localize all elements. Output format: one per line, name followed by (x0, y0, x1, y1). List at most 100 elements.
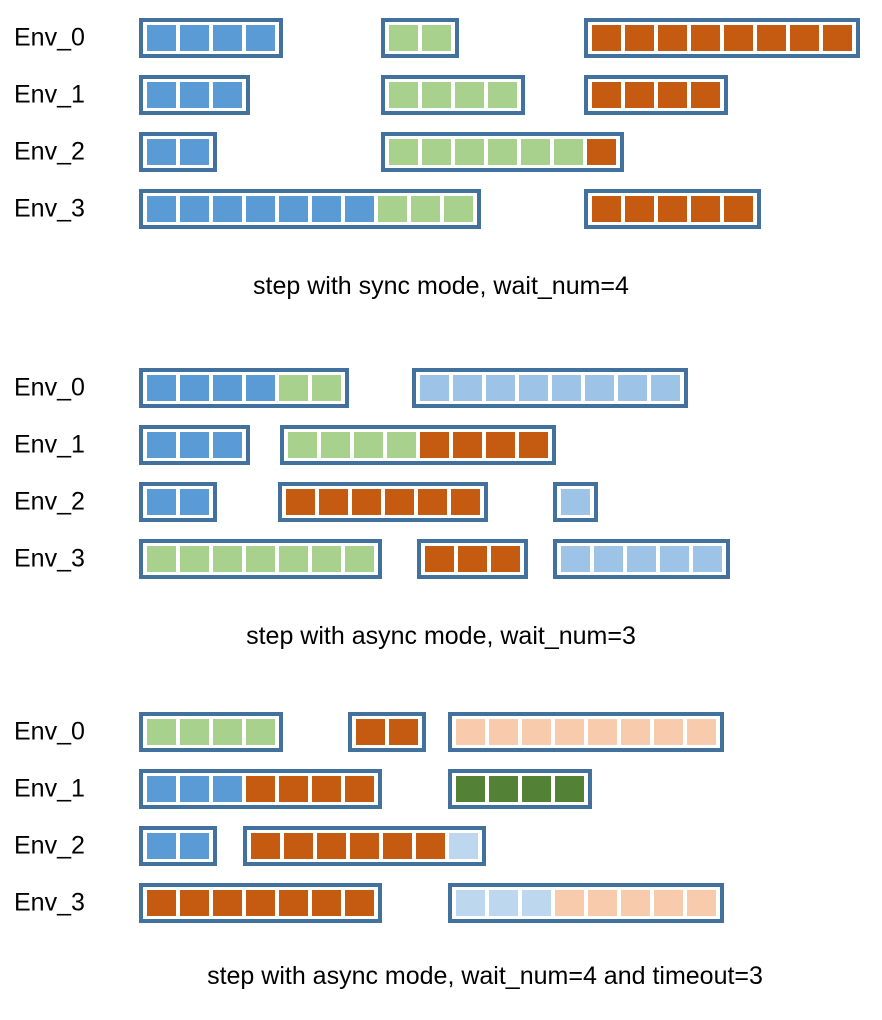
step-cell-peach (588, 719, 617, 745)
env-label: Env_1 (14, 80, 85, 109)
step-cell-orange (383, 833, 412, 859)
env-row-async-wait4-timeout3-2: Env_2 (0, 826, 882, 866)
step-cell-orange (658, 25, 687, 51)
step-cell-light-blue (561, 489, 590, 515)
step-cell-pale-blue (456, 890, 485, 916)
step-cell-green (389, 82, 418, 108)
step-cell-green (279, 375, 308, 401)
step-cell-green (488, 82, 517, 108)
step-cell-green (389, 25, 418, 51)
step-cell-orange (389, 719, 418, 745)
step-block (139, 189, 481, 229)
step-cell-blue (147, 432, 176, 458)
step-cell-peach (588, 890, 617, 916)
step-cell-blue (180, 375, 209, 401)
step-cell-blue (180, 196, 209, 222)
step-cell-peach (687, 719, 716, 745)
step-cell-green (213, 546, 242, 572)
env-label: Env_2 (14, 137, 85, 166)
step-block (448, 769, 592, 809)
step-cell-orange (312, 890, 341, 916)
step-cell-light-blue (486, 375, 515, 401)
diagram-caption-sync-wait4: step with sync mode, wait_num=4 (253, 272, 629, 300)
env-row-async-wait4-timeout3-1: Env_1 (0, 769, 882, 809)
step-cell-orange (691, 82, 720, 108)
step-block (139, 368, 349, 408)
step-cell-green (422, 25, 451, 51)
step-cell-blue (213, 82, 242, 108)
step-cell-pale-blue (522, 890, 551, 916)
step-cell-orange (312, 776, 341, 802)
env-row-sync-wait4-2: Env_2 (0, 132, 882, 172)
step-cell-blue (180, 776, 209, 802)
step-block (139, 826, 217, 866)
step-block (381, 75, 525, 115)
step-cell-orange (587, 139, 616, 165)
step-cell-green (354, 432, 383, 458)
step-cell-blue (180, 489, 209, 515)
step-cell-green (246, 719, 275, 745)
env-row-async-wait3-1: Env_1 (0, 425, 882, 465)
step-cell-orange (486, 432, 515, 458)
env-row-async-wait4-timeout3-3: Env_3 (0, 883, 882, 923)
step-cell-green (422, 82, 451, 108)
step-cell-orange (790, 25, 819, 51)
env-row-async-wait3-2: Env_2 (0, 482, 882, 522)
step-cell-green (279, 546, 308, 572)
step-cell-green (554, 139, 583, 165)
step-cell-orange (757, 25, 786, 51)
step-cell-green (312, 546, 341, 572)
env-label: Env_0 (14, 23, 85, 52)
step-block (553, 539, 730, 579)
step-cell-light-blue (585, 375, 614, 401)
env-row-sync-wait4-0: Env_0 (0, 18, 882, 58)
step-cell-peach (654, 719, 683, 745)
step-cell-orange (823, 25, 852, 51)
step-cell-peach (489, 719, 518, 745)
step-block (139, 425, 250, 465)
step-cell-orange (284, 833, 313, 859)
step-cell-blue (180, 139, 209, 165)
step-cell-green (455, 82, 484, 108)
step-cell-orange (451, 489, 480, 515)
step-block (139, 132, 217, 172)
step-cell-light-blue (561, 546, 590, 572)
step-cell-peach (555, 719, 584, 745)
step-cell-blue (246, 375, 275, 401)
step-cell-blue (147, 139, 176, 165)
step-cell-blue (246, 196, 275, 222)
step-cell-blue (147, 489, 176, 515)
step-cell-blue (147, 776, 176, 802)
env-label: Env_1 (14, 430, 85, 459)
step-block (243, 826, 486, 866)
env-label: Env_3 (14, 888, 85, 917)
step-cell-light-blue (552, 375, 581, 401)
step-cell-green (147, 719, 176, 745)
step-block (280, 425, 556, 465)
step-cell-peach (621, 719, 650, 745)
step-cell-orange (246, 890, 275, 916)
diagram-caption-async-wait4-timeout3: step with async mode, wait_num=4 and tim… (207, 962, 763, 990)
step-cell-green (345, 546, 374, 572)
env-label: Env_2 (14, 831, 85, 860)
step-cell-blue (180, 432, 209, 458)
step-cell-green (147, 546, 176, 572)
step-cell-orange (724, 25, 753, 51)
step-block (412, 368, 688, 408)
step-cell-peach (621, 890, 650, 916)
step-block (139, 712, 283, 752)
step-cell-orange (317, 833, 346, 859)
step-cell-orange (279, 890, 308, 916)
step-cell-orange (352, 489, 381, 515)
step-cell-blue (213, 25, 242, 51)
step-cell-orange (691, 25, 720, 51)
step-cell-green (521, 139, 550, 165)
step-cell-light-blue (420, 375, 449, 401)
step-cell-orange (420, 432, 449, 458)
step-cell-blue (213, 375, 242, 401)
env-row-sync-wait4-1: Env_1 (0, 75, 882, 115)
step-cell-blue (147, 375, 176, 401)
env-label: Env_0 (14, 717, 85, 746)
step-cell-green (389, 139, 418, 165)
